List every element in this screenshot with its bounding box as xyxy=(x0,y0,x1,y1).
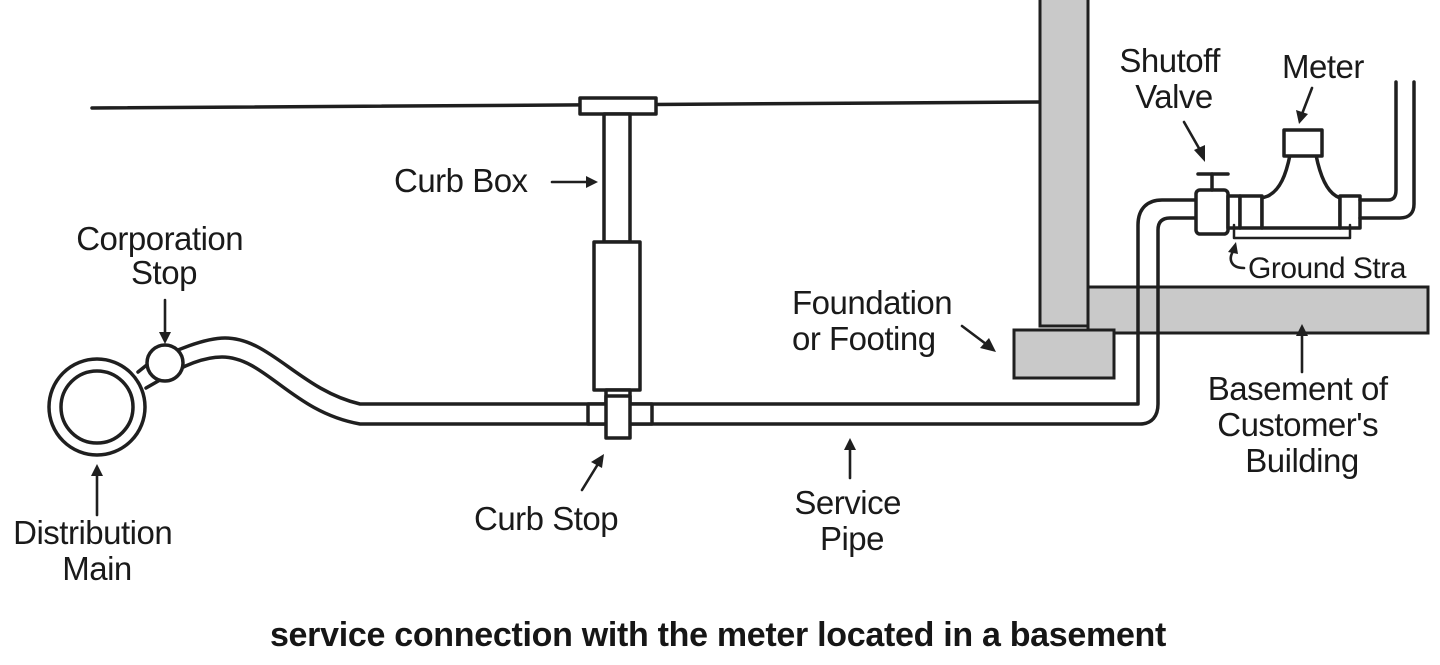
shutoff-valve-label: Shutoff Valve xyxy=(1119,42,1228,115)
foundation-footing xyxy=(1012,328,1116,380)
ground-strap-label: Ground Stra xyxy=(1248,252,1407,285)
distribution-main-label: Distribution Main xyxy=(13,514,181,587)
foundation-label: Foundation or Footing xyxy=(792,284,961,357)
service-pipe-outer xyxy=(136,198,1200,406)
corporation-stop-arrowhead xyxy=(159,332,171,344)
building-wall xyxy=(1038,0,1090,328)
ground-surface-line xyxy=(90,100,1042,110)
diagram-caption: service connection with the meter locate… xyxy=(270,616,1166,654)
basement-floor xyxy=(1086,285,1430,335)
curb-stop-arrow xyxy=(580,462,600,492)
riser-pipe-inner xyxy=(1358,80,1416,220)
distribution-main xyxy=(47,357,147,457)
service-pipe-label: Service Pipe xyxy=(794,484,909,557)
distribution-main-arrowhead xyxy=(91,464,103,476)
foundation-arrow xyxy=(960,324,988,346)
service-pipe-arrowhead xyxy=(844,438,856,450)
shutoff-valve xyxy=(1194,172,1242,236)
curb-stop-arrowhead xyxy=(591,454,604,468)
shutoff-valve-arrow xyxy=(1182,120,1202,152)
ground-strap xyxy=(1232,223,1352,240)
curb-box-label: Curb Box xyxy=(394,162,529,199)
curb-box-arrowhead xyxy=(586,176,598,188)
shutoff-valve-arrowhead xyxy=(1194,145,1205,162)
basement-label: Basement of Customer's Building xyxy=(1208,370,1396,479)
meter-arrowhead xyxy=(1296,110,1308,124)
ground-strap-arrowhead xyxy=(1228,242,1238,254)
basement-arrowhead xyxy=(1296,324,1308,336)
service-pipe-inner xyxy=(144,216,1200,426)
foundation-arrowhead xyxy=(980,338,996,352)
curb-box xyxy=(578,96,658,404)
corporation-stop-label: Corporation Stop xyxy=(76,220,252,291)
riser-pipe xyxy=(1358,80,1398,202)
curb-stop xyxy=(586,394,654,440)
curb-stop-label: Curb Stop xyxy=(474,500,618,537)
corporation-stop xyxy=(145,343,185,383)
meter xyxy=(1238,128,1362,230)
meter-label: Meter xyxy=(1282,48,1364,85)
meter-arrow xyxy=(1300,86,1314,116)
